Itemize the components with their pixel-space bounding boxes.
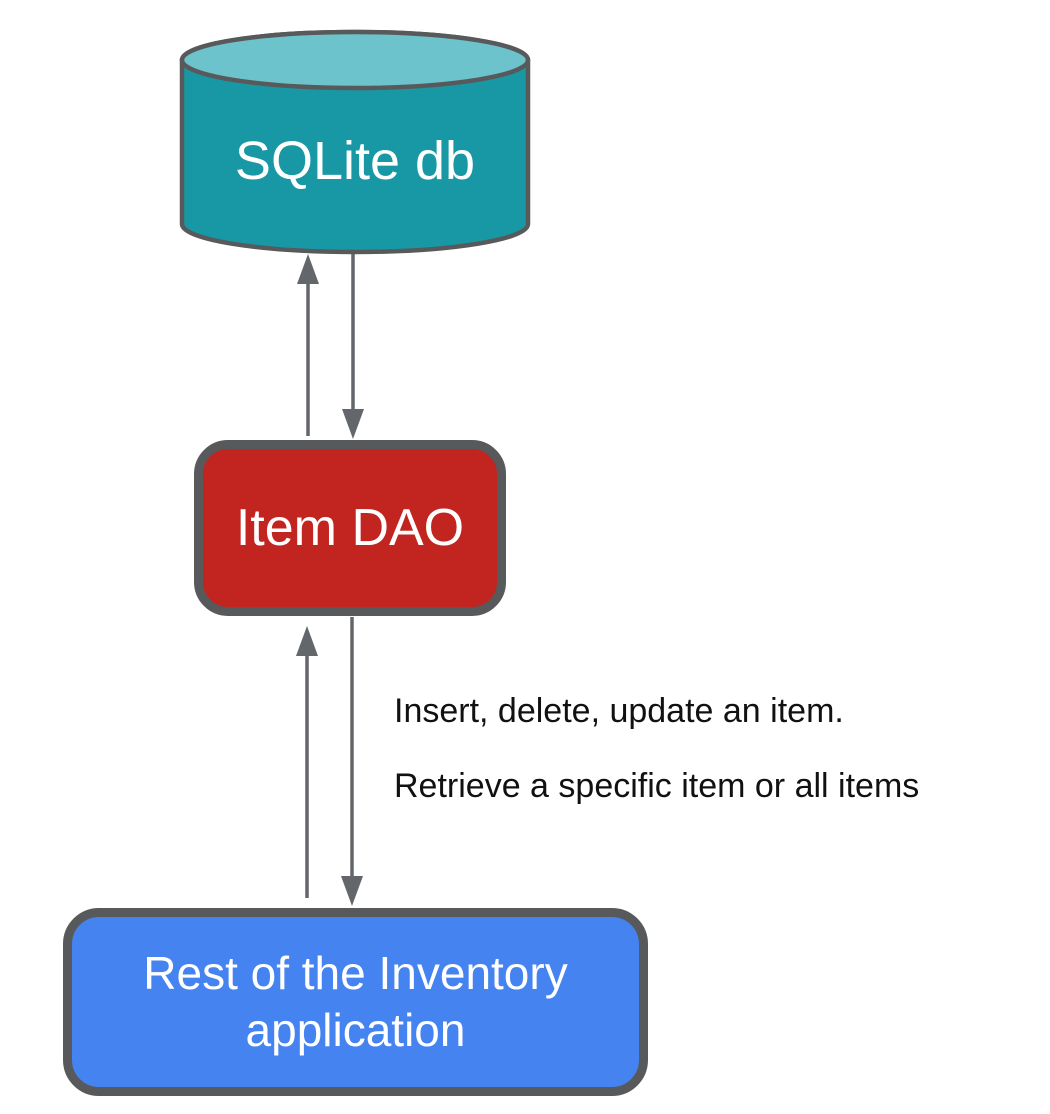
cylinder-top	[179, 29, 531, 91]
dao-node-label: Item DAO	[235, 499, 465, 557]
arrow-down-head-icon	[341, 876, 363, 906]
edge-dao-to-db	[297, 254, 319, 436]
arrow-up-head-icon	[297, 254, 319, 284]
edge-annotation-line2: Retrieve a specific item or all items	[394, 767, 920, 805]
app-node: Rest of the Inventory application	[63, 908, 648, 1096]
dao-node: Item DAO	[194, 440, 506, 616]
database-cylinder	[179, 29, 531, 255]
database-node-label: SQLite db	[234, 131, 476, 191]
edge-db-to-dao	[342, 253, 364, 439]
arrow-up-head-icon	[296, 626, 318, 656]
edge-app-to-dao	[296, 626, 318, 898]
app-node-label: Rest of the Inventory application	[143, 947, 568, 1056]
arrow-down-head-icon	[342, 409, 364, 439]
edge-annotation-line1: Insert, delete, update an item.	[394, 692, 844, 730]
edge-dao-to-app	[341, 617, 363, 906]
